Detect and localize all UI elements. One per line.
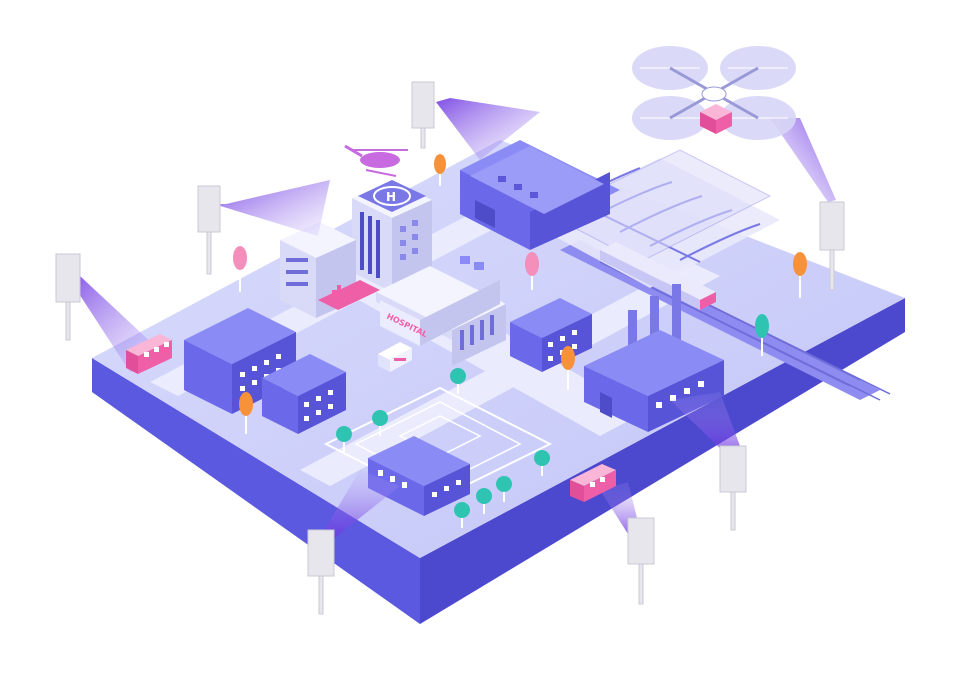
tree-icon [239,392,253,434]
apartment-block-middle [510,298,592,372]
factory-icon [584,284,724,432]
tree-icon [561,346,575,390]
tree-icon [372,410,388,436]
train-station [528,149,780,310]
school-and-track [323,386,553,516]
tree-icon [496,476,512,502]
platform-side-right [420,298,905,624]
sensor-pole-icon [819,201,845,291]
hospital-cross-icon [332,285,346,299]
tree-icon [793,252,807,298]
sensor-poles [55,81,845,615]
bus-icon [126,334,172,374]
sensor-pole-icon [719,445,747,531]
tree-icon [534,450,550,476]
tree-icon [450,368,466,394]
tree-icon [476,488,492,514]
tree-icon [434,154,446,186]
helipad [358,180,426,212]
sensor-pole-icon [55,253,81,341]
sensor-pole-icon [197,185,221,275]
tree-icon [454,502,470,528]
ambulance-icon [378,342,412,372]
helipad-letter: H [386,190,396,204]
tree-icon [336,426,352,452]
tree-icon [525,252,539,290]
warehouse-building [460,140,620,250]
tree-icon [755,314,769,356]
trees [233,154,807,528]
rooftop-units [460,256,484,270]
drone-icon [632,46,796,140]
sensor-pole-icon [627,517,655,605]
apartment-block-center [262,354,346,434]
tree-icon [233,246,247,292]
bus-icon [570,464,616,502]
sensor-pole-icon [411,81,435,149]
helicopter-icon [344,144,408,177]
hospital-building: H HOSPITAL [280,180,506,366]
sensor-pole-icon [307,529,335,615]
